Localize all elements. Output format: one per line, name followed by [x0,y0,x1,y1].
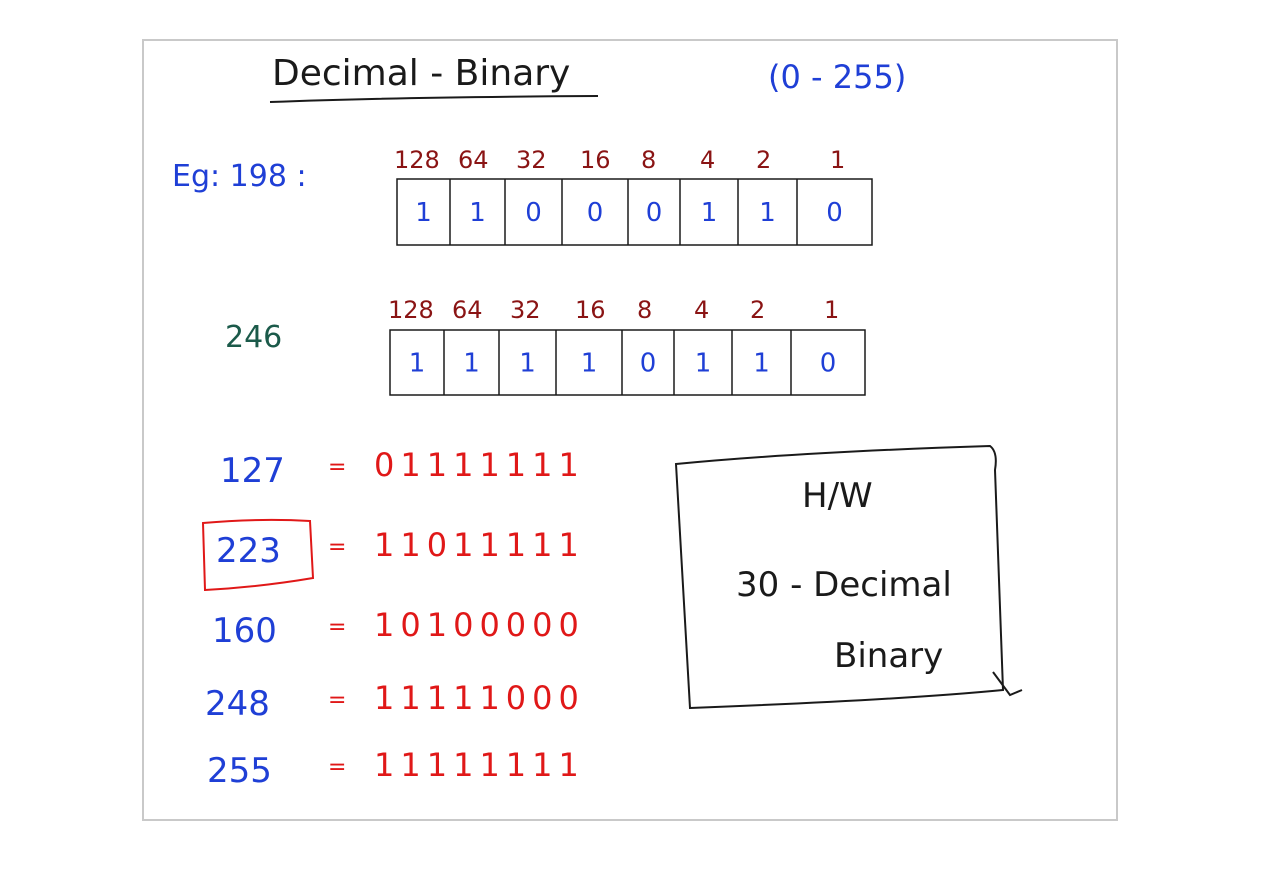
homework-box-tail [992,671,1023,697]
example2-label: 246 [225,320,282,355]
homework-title: H/W [802,476,873,516]
homework-line3: Binary [834,636,943,676]
conversion-row: 127 = 01111111 [220,446,585,491]
conversion-decimal: 248 [205,684,270,724]
example1-bit-value: 0 [525,198,542,228]
example2-bit-value: 1 [581,349,598,379]
example1-bit-table [396,178,873,246]
example1-weight-label: 32 [516,146,547,174]
example2-weight-label: 16 [575,296,606,324]
example2-weight-label: 64 [452,296,483,324]
example2-bit-value: 1 [463,349,480,379]
example1-weights: 128 64 32 16 8 4 2 1 [394,146,845,174]
example1-bits: 1 1 0 0 0 1 1 0 [415,198,843,228]
example2-bit-value: 1 [695,349,712,379]
example2-weight-label: 32 [510,296,541,324]
example2-weight-label: 4 [694,296,709,324]
example2-bit-table [389,329,866,396]
conversion-equals: = [328,455,346,480]
example1-weight-label: 8 [641,146,656,174]
conversion-decimal: 255 [207,751,272,791]
conversion-row: 248 = 11111000 [205,679,585,724]
example2-bit-value: 0 [640,349,657,379]
example2-weight-label: 1 [824,296,839,324]
example1-label: Eg: 198 : [172,159,307,194]
conversion-equals: = [328,755,346,780]
conversion-row: 223 = 11011111 [216,526,585,571]
example2-bit-value: 1 [409,349,426,379]
conversion-decimal: 223 [216,531,281,571]
conversion-binary: 10100000 [374,606,585,644]
example2-weight-label: 8 [637,296,652,324]
example1-table-frame [396,178,873,246]
homework-line2: 30 - Decimal [736,565,952,605]
conversion-equals: = [328,535,346,560]
range-label: (0 - 255) [768,58,906,96]
example2-bit-value: 1 [519,349,536,379]
conversion-binary: 11111000 [374,679,585,717]
conversion-binary: 11011111 [374,526,585,564]
example2-bit-value: 0 [820,349,837,379]
conversion-decimal: 127 [220,451,285,491]
example1-bit-value: 0 [826,198,843,228]
example2-bit-value: 1 [753,349,770,379]
example1-weight-label: 4 [700,146,715,174]
conversion-row: 160 = 10100000 [212,606,585,651]
example2-weight-label: 128 [388,296,434,324]
homework-box [674,444,1005,710]
highlight-box-223 [201,518,315,592]
example2-bits: 1 1 1 1 0 1 1 0 [409,349,837,379]
conversion-row: 255 = 11111111 [207,746,585,791]
conversion-equals: = [328,688,346,713]
title-underline [269,95,599,103]
conversion-equals: = [328,615,346,640]
conversion-list: 127 = 01111111 223 = 11011111 160 = 10100000 248 =… [205,446,585,791]
example1-bit-value: 0 [587,198,604,228]
example1-weight-label: 16 [580,146,611,174]
example2-table-frame [389,329,866,396]
example1-bit-value: 1 [469,198,486,228]
example1-weight-label: 64 [458,146,489,174]
example1-weight-label: 2 [756,146,771,174]
example1-bit-value: 1 [701,198,718,228]
example1-bit-value: 1 [759,198,776,228]
example1-bit-value: 1 [415,198,432,228]
conversion-binary: 01111111 [374,446,585,484]
conversion-decimal: 160 [212,611,277,651]
example1-weight-label: 128 [394,146,440,174]
whiteboard-canvas [142,39,1118,821]
example2-weight-label: 2 [750,296,765,324]
example2-weights: 128 64 32 16 8 4 2 1 [388,296,839,324]
example1-weight-label: 1 [830,146,845,174]
example1-bit-value: 0 [646,198,663,228]
conversion-binary: 11111111 [374,746,585,784]
page-title: Decimal - Binary [272,53,570,94]
